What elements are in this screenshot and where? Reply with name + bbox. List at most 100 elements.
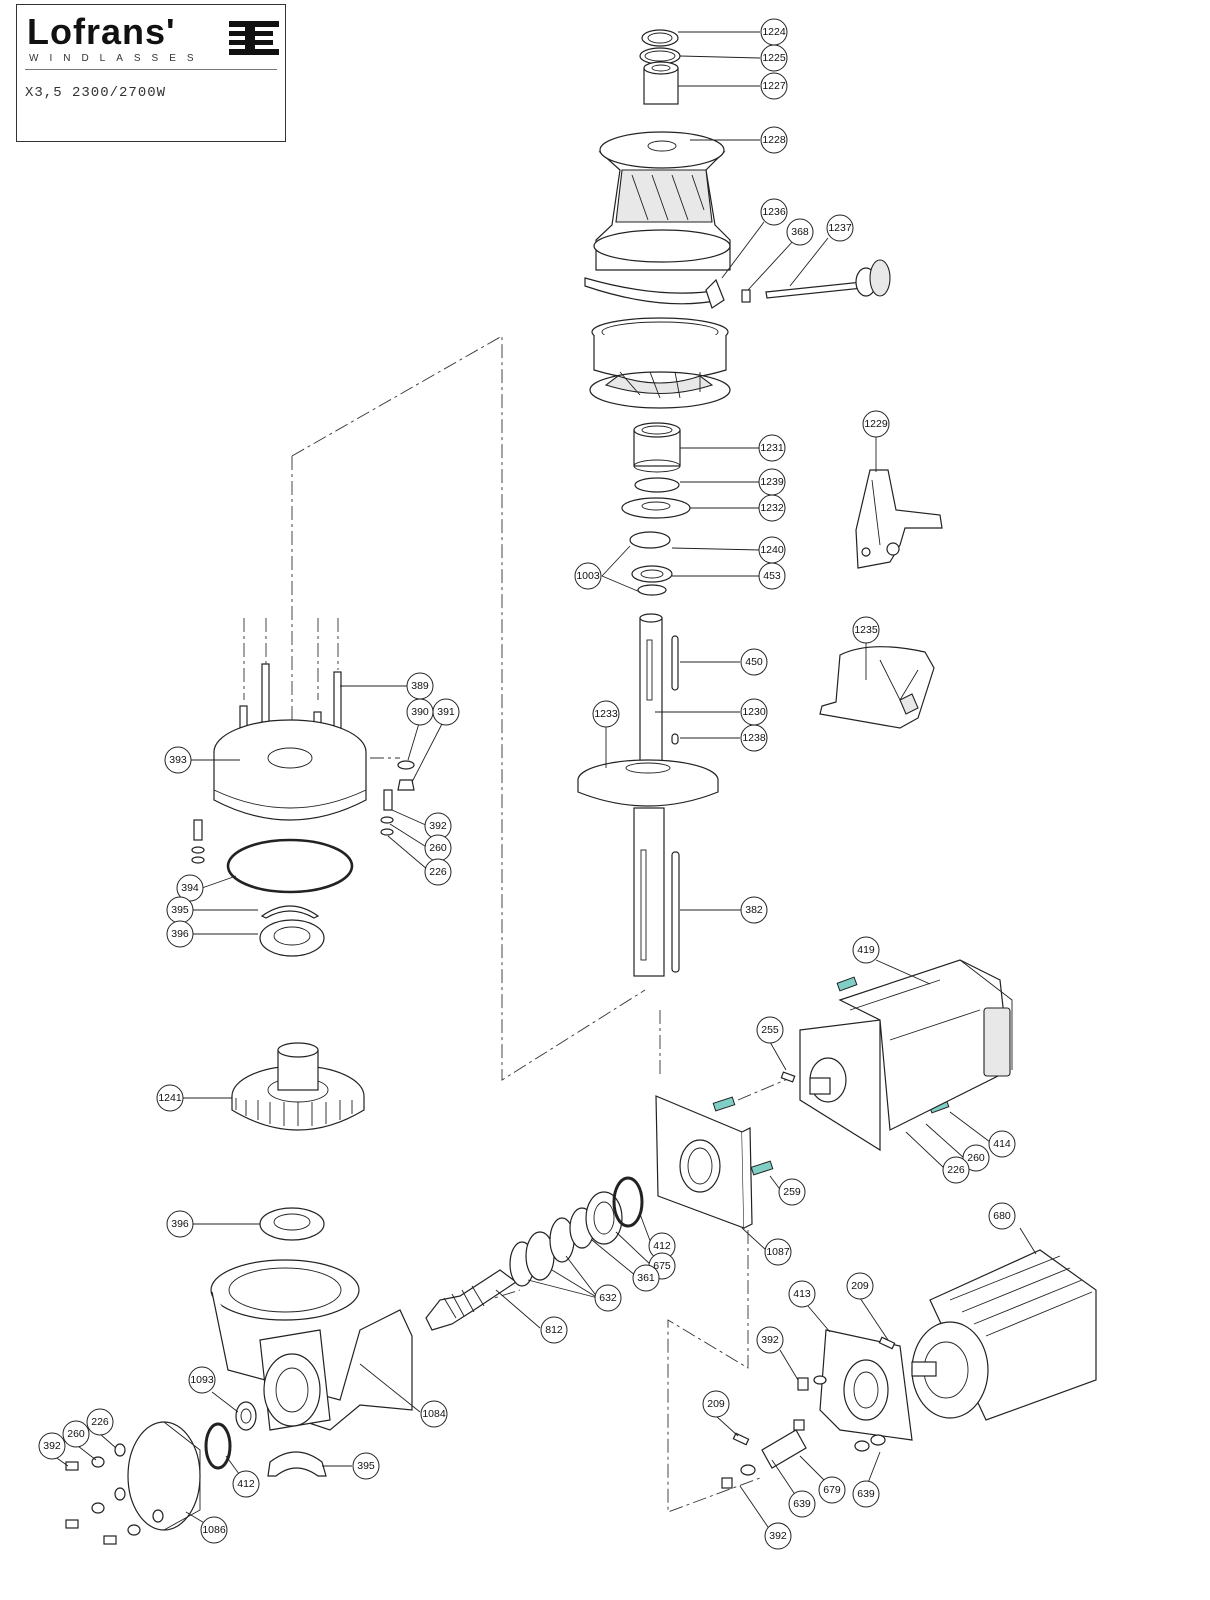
adapter-plate-1087 <box>655 1095 753 1229</box>
brand-subtitle: WINDLASSES <box>29 53 205 64</box>
callout-label: 675 <box>653 1260 671 1272</box>
callout-1228: 1228 <box>760 126 788 154</box>
callout-label: 260 <box>67 1428 85 1440</box>
callout-812: 812 <box>540 1316 568 1344</box>
callout-1241: 1241 <box>156 1084 184 1112</box>
title-block: Lofrans' WINDLASSES X3,5 2300/2700W <box>16 4 286 142</box>
motor-680 <box>911 1249 1097 1421</box>
cover-1235 <box>819 646 935 729</box>
main-shaft-1230 <box>639 613 679 769</box>
callout-label: 226 <box>429 866 447 878</box>
flange-washer-1232 <box>621 497 691 519</box>
ring-1003b <box>637 584 667 596</box>
key-255 <box>780 1071 796 1083</box>
gear-housing-1084 <box>210 1259 413 1431</box>
fasteners-lower-right <box>721 1375 886 1489</box>
callout-392-d: 392 <box>764 1522 792 1550</box>
callout-label: 393 <box>169 754 187 766</box>
ring-1240 <box>629 531 671 549</box>
callout-label: 414 <box>993 1138 1011 1150</box>
callout-1237: 1237 <box>826 214 854 242</box>
callout-1084: 1084 <box>420 1400 448 1428</box>
callout-label: 1086 <box>202 1524 226 1536</box>
callout-1239: 1239 <box>758 468 786 496</box>
callout-label: 209 <box>851 1280 869 1292</box>
callout-1086: 1086 <box>200 1516 228 1544</box>
leader-lines <box>53 31 1037 1531</box>
callout-label: 413 <box>793 1288 811 1300</box>
callout-label: 394 <box>181 882 199 894</box>
callout-1240: 1240 <box>758 536 786 564</box>
callout-1227: 1227 <box>760 72 788 100</box>
callout-1230: 1230 <box>740 698 768 726</box>
callout-label: 396 <box>171 928 189 940</box>
callout-632: 632 <box>594 1284 622 1312</box>
callout-label: 1093 <box>190 1374 214 1386</box>
callout-label: 632 <box>599 1292 617 1304</box>
callout-1235: 1235 <box>852 616 880 644</box>
chain-gypsy <box>589 317 731 409</box>
callout-label: 392 <box>769 1530 787 1542</box>
callout-1003: 1003 <box>574 562 602 590</box>
callout-label: 1241 <box>158 1092 182 1104</box>
callout-label: 395 <box>171 904 189 916</box>
callout-label: 1227 <box>762 80 786 92</box>
callout-392-a: 392 <box>424 812 452 840</box>
pin-368 <box>741 289 751 303</box>
callout-label: 1228 <box>762 134 786 146</box>
callout-260-b: 260 <box>962 1144 990 1172</box>
callout-1229: 1229 <box>862 410 890 438</box>
callout-label: 1003 <box>576 570 600 582</box>
brand-logo: Lofrans' <box>27 11 176 52</box>
callout-412-b: 412 <box>232 1470 260 1498</box>
seal-395 <box>260 905 320 919</box>
callout-414: 414 <box>988 1130 1016 1158</box>
bearing-396-top <box>259 919 325 957</box>
callout-361: 361 <box>632 1264 660 1292</box>
callout-label: 392 <box>43 1440 61 1452</box>
windlass-logo-icon <box>229 21 279 55</box>
callout-391: 391 <box>432 698 460 726</box>
callout-1232: 1232 <box>758 494 786 522</box>
callout-label: 1238 <box>742 732 766 744</box>
callout-1093: 1093 <box>188 1366 216 1394</box>
callout-label: 453 <box>763 570 781 582</box>
callout-label: 1224 <box>762 26 786 38</box>
callout-1225: 1225 <box>760 44 788 72</box>
callout-1233: 1233 <box>592 700 620 728</box>
fasteners-left <box>191 760 415 864</box>
end-cover-1086 <box>127 1421 201 1531</box>
callout-label: 1232 <box>760 502 784 514</box>
coupling-679 <box>761 1429 807 1469</box>
callout-label: 392 <box>761 1334 779 1346</box>
callout-label: 1239 <box>760 476 784 488</box>
oring-412-low <box>204 1422 232 1470</box>
callout-label: 226 <box>947 1164 965 1176</box>
callout-226-a: 226 <box>424 858 452 886</box>
callout-label: 382 <box>745 904 763 916</box>
callout-394: 394 <box>176 874 204 902</box>
callout-label: 680 <box>993 1210 1011 1222</box>
callout-label: 1087 <box>766 1246 790 1258</box>
callout-label: 1237 <box>828 222 852 234</box>
callout-390: 390 <box>406 698 434 726</box>
callout-395-a: 395 <box>166 896 194 924</box>
model-label: X3,5 2300/2700W <box>25 85 167 101</box>
callout-label: 679 <box>823 1484 841 1496</box>
snap-ring-1239 <box>634 477 680 493</box>
callout-396-b: 396 <box>166 1210 194 1238</box>
callout-label: 389 <box>411 680 429 692</box>
bearing-453 <box>631 565 673 583</box>
callout-label: 392 <box>429 820 447 832</box>
callout-389: 389 <box>406 672 434 700</box>
seal-395-low <box>267 1451 327 1477</box>
key-209-upper <box>878 1336 896 1350</box>
callout-1087: 1087 <box>764 1238 792 1266</box>
key-209-lower <box>732 1432 750 1446</box>
callout-392-b: 392 <box>756 1326 784 1354</box>
callout-396-a: 396 <box>166 920 194 948</box>
callout-label: 1233 <box>594 708 618 720</box>
callout-label: 255 <box>761 1024 779 1036</box>
top-cap-1224 <box>641 29 679 47</box>
